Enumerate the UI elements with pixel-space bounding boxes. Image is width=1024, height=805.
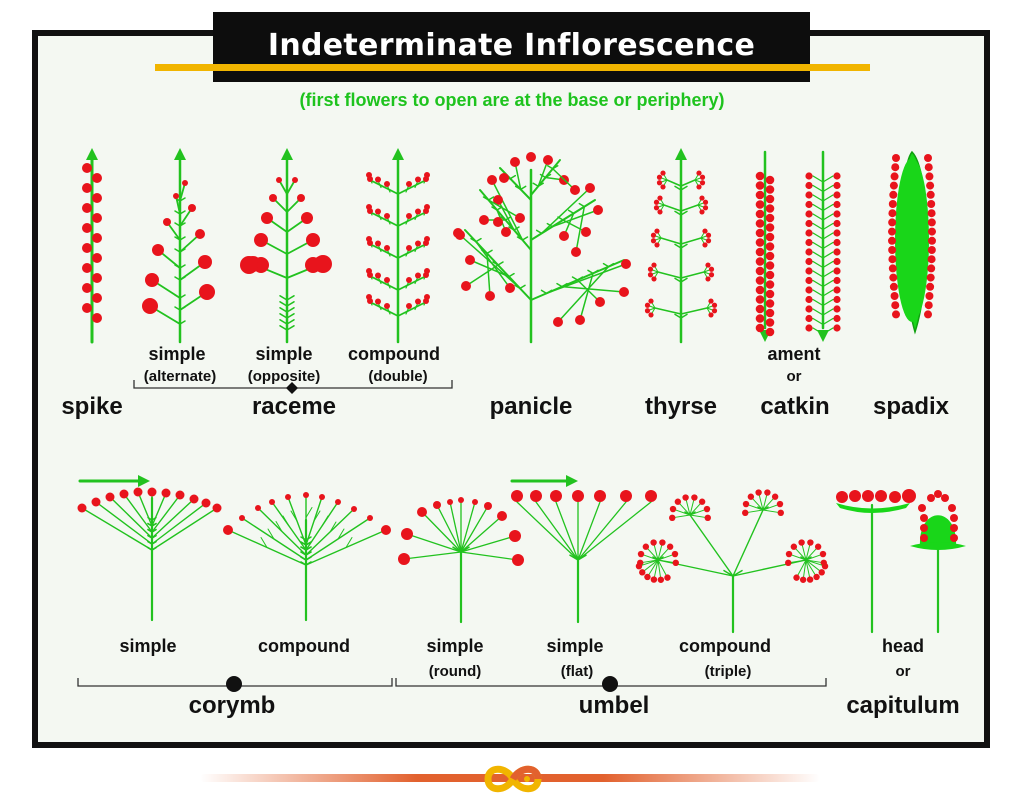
- label-capitulum: capitulum: [846, 692, 960, 719]
- umbel-flat-drawing: [511, 490, 657, 624]
- label-head: head: [881, 636, 925, 656]
- umbel-bracket: [395, 676, 827, 692]
- label-spadix: spadix: [872, 393, 950, 420]
- panicle-drawing: [453, 152, 631, 344]
- raceme-compound-drawing: [366, 148, 430, 344]
- title-box: Indeterminate Inflorescence: [213, 12, 810, 82]
- catkin-drawing: [755, 150, 841, 342]
- corymb-simple-drawing: [77, 487, 222, 622]
- label-catkin: catkin: [760, 393, 830, 420]
- corymb-direction-arrow: [78, 475, 150, 487]
- label-raceme-simple-alt: simple: [148, 344, 206, 364]
- umbel-compound-drawing: [635, 489, 829, 634]
- label-raceme-simple-opp: simple: [255, 344, 313, 364]
- label-umbel-round-note: (round): [428, 663, 482, 680]
- label-raceme-alternate-note: (alternate): [143, 368, 217, 385]
- label-raceme-compound: compound: [348, 344, 440, 364]
- umbel-direction-arrow: [510, 475, 578, 487]
- label-umbel-compound: compound: [679, 636, 771, 656]
- label-raceme: raceme: [251, 393, 337, 420]
- label-spike: spike: [61, 393, 123, 420]
- label-corymb-compound: compound: [258, 636, 350, 656]
- label-catkin-or: or: [786, 368, 802, 385]
- page-subtitle: (first flowers to open are at the base o…: [299, 90, 725, 110]
- label-corymb-simple: simple: [119, 636, 177, 656]
- label-umbel-flat-note: (flat): [560, 663, 594, 680]
- title-underline: [155, 64, 870, 71]
- diagram-frame: [32, 30, 990, 748]
- label-thyrse: thyrse: [644, 393, 718, 420]
- raceme-bracket: [133, 380, 453, 394]
- label-panicle: panicle: [489, 393, 573, 420]
- spike-drawing: [82, 148, 102, 344]
- label-raceme-double-note: (double): [368, 368, 428, 385]
- raceme-simple-opposite-drawing: [240, 148, 332, 344]
- capitulum-drawing: [836, 489, 966, 634]
- spadix-drawing: [888, 150, 936, 335]
- label-corymb: corymb: [188, 692, 276, 719]
- label-ament: ament: [767, 344, 821, 364]
- label-raceme-opposite-note: (opposite): [247, 368, 321, 385]
- thyrse-drawing: [644, 148, 718, 344]
- label-umbel: umbel: [578, 692, 650, 719]
- corymb-bracket: [77, 676, 393, 692]
- label-capitulum-or: or: [895, 663, 911, 680]
- page-title: Indeterminate Inflorescence: [267, 28, 756, 63]
- label-umbel-simple-round: simple: [426, 636, 484, 656]
- infinity-logo-icon: [484, 765, 542, 793]
- label-umbel-triple-note: (triple): [704, 663, 752, 680]
- umbel-round-drawing: [398, 497, 524, 624]
- raceme-simple-alternate-drawing: [142, 148, 215, 344]
- label-umbel-simple-flat: simple: [546, 636, 604, 656]
- corymb-compound-drawing: [223, 492, 391, 622]
